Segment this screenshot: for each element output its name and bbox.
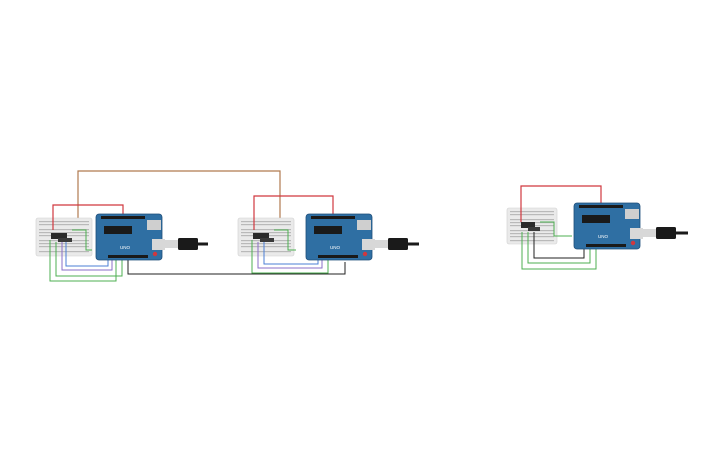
wire-red[interactable] [52, 204, 124, 230]
board-label: UNO [598, 234, 608, 239]
wire-red[interactable] [253, 195, 334, 230]
usb-cable[interactable] [375, 238, 419, 250]
board-label: UNO [330, 245, 340, 250]
wire-green[interactable] [521, 232, 597, 270]
ir-sensor[interactable] [253, 233, 274, 242]
arduino-board[interactable]: UNO [305, 213, 375, 261]
usb-cable[interactable] [643, 227, 688, 239]
wire-black-link[interactable] [127, 250, 346, 275]
wire-green[interactable] [251, 240, 329, 274]
arduino-board[interactable]: UNO [95, 213, 165, 261]
wire-green[interactable] [540, 221, 572, 237]
arduino-board[interactable]: UNO [573, 202, 643, 250]
ir-sensor[interactable] [51, 233, 72, 242]
ir-sensor[interactable] [521, 222, 540, 231]
wire-green[interactable] [527, 232, 591, 264]
wire-red[interactable] [520, 185, 602, 222]
wire-green[interactable] [55, 242, 123, 277]
wire-green[interactable] [274, 229, 296, 251]
circuit-1[interactable]: UNO [35, 204, 208, 282]
circuit-3[interactable]: UNO [506, 185, 688, 270]
circuit-2[interactable]: UNO [237, 195, 419, 274]
wire-green[interactable] [49, 240, 117, 282]
board-label: UNO [120, 245, 130, 250]
wire-green[interactable] [72, 229, 92, 251]
usb-cable[interactable] [165, 238, 208, 250]
